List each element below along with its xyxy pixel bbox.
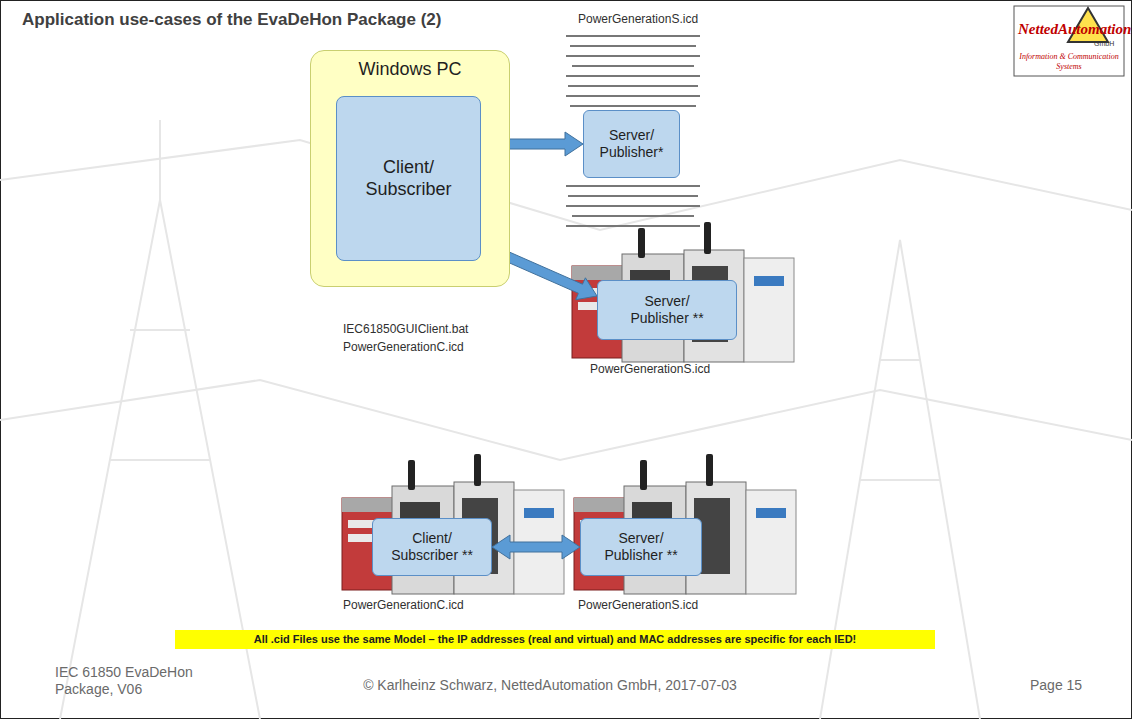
- pc-box: Windows PC Client/ Subscriber: [310, 50, 510, 287]
- file-name: PowerGenerationS.icd: [578, 12, 728, 26]
- slide-title: Application use-cases of the EvaDeHon Pa…: [22, 10, 441, 30]
- file-name: PowerGenerationC.icd: [343, 340, 533, 354]
- server-box: Server/ Publisher **: [580, 518, 702, 576]
- double-arrow: [492, 535, 580, 559]
- client-box: Client/ Subscriber: [336, 96, 481, 261]
- file-name: IEC61850GUIClient.bat: [343, 322, 533, 336]
- node-label: Client/ Subscriber: [349, 157, 469, 200]
- footer-text: IEC 61850 EvaDeHon Package, V06: [55, 664, 215, 698]
- server-box: Server/ Publisher*: [583, 110, 680, 178]
- file-name: PowerGenerationS.icd: [578, 598, 748, 612]
- server-box: Server/ Publisher **: [597, 280, 737, 340]
- logo-text: Information & Communication Systems: [1016, 52, 1122, 71]
- note-banner: All .cid Files use the same Model – the …: [175, 630, 935, 649]
- file-name: PowerGenerationS.icd: [590, 362, 760, 376]
- node-label: Server/ Publisher*: [591, 127, 673, 161]
- node-label: Windows PC: [358, 59, 461, 81]
- page-number: Page 15: [1030, 677, 1100, 694]
- node-label: Client/ Subscriber **: [380, 530, 484, 564]
- node-label: Server/ Publisher **: [593, 530, 689, 564]
- file-name: PowerGenerationC.icd: [343, 598, 513, 612]
- copyright-text: © Karlheinz Schwarz, NettedAutomation Gm…: [300, 677, 800, 694]
- logo-text: GmbH: [1094, 40, 1120, 48]
- logo-text: NettedAutomation: [1018, 20, 1122, 38]
- node-label: Server/ Publisher **: [619, 293, 715, 327]
- client-box: Client/ Subscriber **: [372, 518, 492, 576]
